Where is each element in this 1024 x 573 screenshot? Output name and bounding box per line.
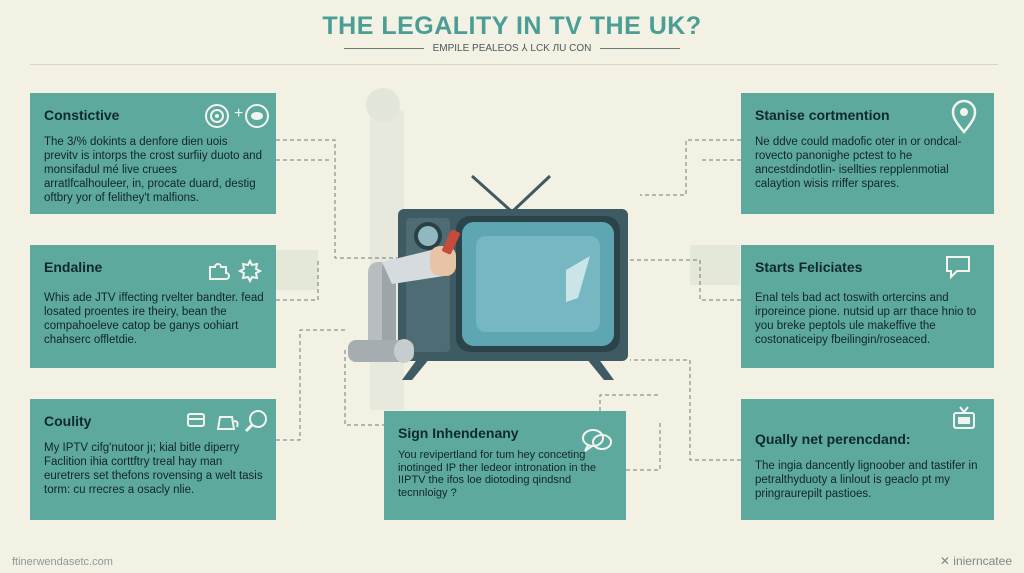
target-icon [205, 104, 229, 128]
page-title: THE LEGALITY IN TV THE UK? [322, 12, 702, 40]
card-heading: Qually net perencdand: [755, 431, 911, 447]
plus-connector-icon: + [234, 105, 244, 122]
tv-icon [953, 406, 975, 429]
card-body: My IPTV cifg'nutoor jı; kial bitle diper… [44, 442, 263, 496]
speech-bubbles-icon [582, 429, 612, 452]
connector-line [276, 258, 319, 301]
card-heading: Coulity [44, 413, 92, 429]
chat-bubble-icon [946, 256, 970, 280]
card-body: The ingia dancently lignoober and tastif… [755, 460, 978, 500]
connector-line [626, 420, 661, 471]
info-card-constictive: Constictive The 3/% dokints a denfore di… [30, 93, 276, 214]
arm-sleeve [382, 248, 444, 284]
card-heading: Constictive [44, 107, 120, 123]
puzzle-icon [209, 263, 230, 280]
remote-pipe-shade [382, 262, 396, 350]
magnifier-icon [244, 410, 267, 433]
footer-brand: ✕ inierncatee [940, 554, 1012, 568]
kettle-icon [216, 416, 239, 430]
card-body: Enal tels bad act toswith ortercins and … [755, 292, 977, 346]
footer-brand-text: inierncatee [953, 554, 1012, 568]
subtitle-rule-left [343, 47, 424, 49]
tv-screen-shine [566, 256, 590, 302]
info-card-endaline: Endaline Whis ade JTV iffecting rvelter … [30, 245, 276, 368]
tv-antenna-left [470, 174, 512, 212]
card-body: You revipertland for tum hey conceting i… [398, 449, 596, 499]
footer-source: ftinerwendasetc.com [12, 556, 113, 568]
tv-screen-glare [476, 236, 600, 332]
connector-line [276, 139, 398, 259]
divider [30, 64, 998, 65]
gear-icon [238, 259, 262, 283]
connector-line [344, 350, 384, 426]
tv-antenna-right [512, 174, 552, 212]
tv-knob-inner [418, 226, 438, 246]
connector-line [276, 329, 345, 441]
card-heading: Stanise cortmention [755, 107, 890, 123]
connector-line [628, 259, 741, 301]
connector-line [640, 139, 741, 196]
info-card-coulity: Coulity My IPTV cifg'nutoor jı; kial bit… [30, 399, 276, 520]
subtitle-text: EMPILE PEALEOS ⅄ LCK ЛU CON [432, 43, 592, 54]
connector-line [630, 359, 741, 461]
remote [442, 229, 460, 255]
connector-line [599, 394, 660, 411]
subtitle-rule-right [600, 47, 681, 49]
info-card-qually-net-perencdand: Qually net perencdand: The ingia dancent… [741, 399, 994, 520]
tv-leg-right [586, 358, 614, 380]
card-body: Ne ddve could madofic oter in or ondcal-… [755, 136, 962, 190]
info-card-starts-feliciates: Starts Feliciates Enal tels bad act tosw… [741, 245, 994, 368]
background-block [690, 245, 740, 285]
info-card-sign-inhendenany: Sign Inhendenany You revipertland for tu… [384, 411, 626, 520]
info-card-stanise-cortmention: Stanise cortmention Ne ddve could madofi… [741, 93, 994, 214]
card-heading: Endaline [44, 259, 103, 275]
background-circle [366, 88, 400, 122]
page-subtitle: EMPILE PEALEOS ⅄ LCK ЛU CON [0, 43, 1024, 54]
remote-base-end [394, 339, 414, 363]
brand-logo-icon: ✕ [939, 554, 954, 568]
card-body: Whis ade JTV iffecting rvelter bandter. … [44, 292, 264, 346]
location-pin-icon [951, 99, 977, 134]
card-heading: Sign Inhendenany [398, 425, 519, 441]
tv-leg-left [402, 358, 430, 380]
eye-icon [245, 104, 269, 128]
card-body: The 3/% dokints a denfore dien uois prev… [44, 136, 262, 204]
card-icon [187, 413, 205, 427]
card-heading: Starts Feliciates [755, 259, 863, 275]
